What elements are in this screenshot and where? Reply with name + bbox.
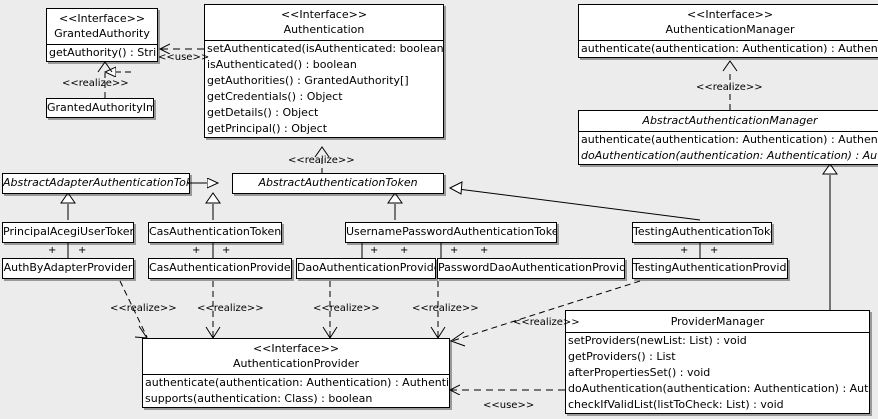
class-cas-authentication-token[interactable]: CasAuthenticationToken [148, 222, 282, 243]
assoc-mark-plus: + [78, 245, 87, 256]
operations-compartment: authenticate(authentication: Authenticat… [579, 131, 878, 164]
operation-item: getAuthority() : String [49, 46, 157, 59]
class-principal-acegi-user-token[interactable]: PrincipalAcegiUserToken [2, 222, 134, 243]
assoc-mark-plus: + [192, 245, 201, 256]
class-authentication-provider[interactable]: <<Interface>> AuthenticationProvider aut… [142, 338, 450, 408]
edge-label-realize-testing-provider: <<realize>> [513, 317, 580, 328]
class-abstract-authentication-manager[interactable]: AbstractAuthenticationManager authentica… [578, 110, 878, 165]
class-authentication[interactable]: <<Interface>> Authentication setAuthenti… [204, 4, 444, 138]
class-dao-authentication-provider[interactable]: DaoAuthenticationProvider [296, 258, 436, 279]
class-cas-authentication-provider[interactable]: CasAuthenticationProvider [148, 258, 292, 279]
class-testing-authentication-provider[interactable]: TestingAuthenticationProvider [632, 258, 788, 279]
class-name-label: PrincipalAcegiUserToken [3, 225, 134, 238]
assoc-mark-plus: + [370, 245, 379, 256]
operation-item: checkIfValidList(listToCheck: List) : vo… [568, 398, 784, 411]
operations-compartment: getAuthority() : String [47, 44, 157, 61]
assoc-mark-plus: + [480, 245, 489, 256]
operation-item: getCredentials() : Object [207, 90, 343, 103]
operation-item: getAuthorities() : GrantedAuthority[] [207, 74, 409, 87]
assoc-mark-plus: + [710, 245, 719, 256]
class-header: ProviderManager [566, 311, 869, 332]
class-name-label: Authentication [283, 23, 365, 36]
edge-label-realize-auth-by-adapter: <<realize>> [110, 303, 177, 314]
operation-item: authenticate(authentication: Authenticat… [581, 133, 878, 146]
class-header: <<Interface>> Authentication [205, 5, 443, 40]
stereotype-label: <<Interface>> [280, 8, 368, 21]
stereotype-label: <<Interface>> [686, 8, 774, 21]
class-authentication-manager[interactable]: <<Interface>> AuthenticationManager auth… [578, 4, 878, 58]
class-header: <<Interface>> AuthenticationProvider [143, 339, 449, 374]
class-name-label: AbstractAuthenticationToken [258, 176, 418, 189]
class-name-label: DaoAuthenticationProvider [297, 261, 436, 274]
operations-compartment: authenticate(authentication: Authenticat… [143, 374, 449, 407]
class-header: <<Interface>> GrantedAuthority [47, 9, 157, 44]
operation-item: setAuthenticated(isAuthenticated: boolea… [207, 42, 443, 55]
class-name-label: TestingAuthenticationToken [633, 225, 772, 238]
operations-compartment: setProviders(newList: List) : void getPr… [566, 332, 869, 413]
class-name-label: TestingAuthenticationProvider [633, 261, 788, 274]
class-name-label: PasswordDaoAuthenticationProvider [438, 261, 625, 274]
operation-item: getProviders() : List [568, 350, 676, 363]
operation-item: afterPropertiesSet() : void [568, 366, 711, 379]
edge-label-realize-granted-authority-impl: <<realize>> [62, 78, 129, 89]
class-granted-authority-impl[interactable]: GrantedAuthorityImpl [46, 98, 154, 118]
edge-label-realize-cas-provider: <<realize>> [197, 303, 264, 314]
class-auth-by-adapter-provider[interactable]: AuthByAdapterProvider [2, 258, 134, 279]
class-abstract-authentication-token[interactable]: AbstractAuthenticationToken [232, 173, 444, 194]
class-name-label: GrantedAuthority [54, 27, 150, 40]
operation-item: authenticate(authentication: Authenticat… [145, 376, 449, 389]
class-header: <<Interface>> AuthenticationManager [579, 5, 878, 40]
edge-label-realize-abstract-authentication-token: <<realize>> [288, 155, 355, 166]
class-name-label: AuthenticationProvider [232, 357, 360, 370]
operation-item: setProviders(newList: List) : void [568, 334, 747, 347]
class-testing-authentication-token[interactable]: TestingAuthenticationToken [632, 222, 772, 243]
assoc-mark-plus: + [222, 245, 231, 256]
class-name-label: CasAuthenticationToken [149, 225, 282, 238]
assoc-mark-plus: + [400, 245, 409, 256]
operation-item: supports(authentication: Class) : boolea… [145, 392, 373, 405]
stereotype-label: <<Interface>> [58, 12, 146, 25]
class-granted-authority[interactable]: <<Interface>> GrantedAuthority getAuthor… [46, 8, 158, 62]
class-name-label: AuthByAdapterProvider [3, 261, 133, 274]
class-name-label: GrantedAuthorityImpl [47, 101, 153, 114]
class-name-label: AuthenticationManager [665, 23, 795, 36]
class-name-label: CasAuthenticationProvider [149, 261, 292, 274]
operation-item: doAuthentication(authentication: Authent… [568, 382, 869, 395]
class-name-label: ProviderManager [670, 315, 765, 328]
operation-item: getPrincipal() : Object [207, 122, 328, 135]
class-header: AbstractAuthenticationManager [579, 111, 878, 131]
class-name-label: AbstractAuthenticationManager [642, 114, 818, 127]
class-provider-manager[interactable]: ProviderManager setProviders(newList: Li… [565, 310, 870, 414]
link-gen-testingtoken [449, 187, 701, 221]
class-name-label: UsernamePasswordAuthenticationToken [346, 225, 557, 238]
class-name-label: AbstractAdapterAuthenticationToken [3, 176, 190, 189]
edge-label-realize-authentication-manager: <<realize>> [696, 82, 763, 93]
edge-label-use-provider-manager: <<use>> [483, 400, 535, 411]
operation-item: doAuthentication(authentication: Authent… [581, 149, 878, 162]
operation-item: isAuthenticated() : boolean [207, 58, 357, 71]
assoc-mark-plus: + [48, 245, 57, 256]
assoc-mark-plus: + [680, 245, 689, 256]
edge-label-realize-dao-provider: <<realize>> [313, 303, 380, 314]
edge-label-use-granted-authority: <<use>> [158, 52, 210, 63]
operations-compartment: setAuthenticated(isAuthenticated: boolea… [205, 40, 443, 137]
class-username-password-authentication-token[interactable]: UsernamePasswordAuthenticationToken [345, 222, 557, 243]
operation-item: getDetails() : Object [207, 106, 319, 119]
edge-label-realize-password-dao-provider: <<realize>> [412, 303, 479, 314]
class-password-dao-authentication-provider[interactable]: PasswordDaoAuthenticationProvider [437, 258, 625, 279]
operation-item: authenticate(authentication: Authenticat… [581, 42, 878, 55]
stereotype-label: <<Interface>> [252, 342, 340, 355]
assoc-mark-plus: + [450, 245, 459, 256]
class-abstract-adapter-authentication-token[interactable]: AbstractAdapterAuthenticationToken [2, 173, 190, 194]
operations-compartment: authenticate(authentication: Authenticat… [579, 40, 878, 57]
